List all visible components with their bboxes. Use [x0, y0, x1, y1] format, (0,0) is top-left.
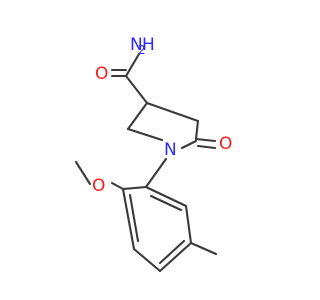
bond-ar-c3-c4	[132, 247, 162, 273]
ring-nitrogen-label: N	[164, 140, 177, 160]
bond-carbonyl-c-to-nh2	[124, 52, 141, 78]
bond-c2-n1	[126, 127, 164, 142]
bond-ar-c6-c1	[144, 185, 188, 208]
bond-c5-n1	[180, 139, 198, 150]
bond-ar-to-methoxy-o	[110, 181, 125, 191]
atom-labels: N H 2 O N O O	[92, 35, 232, 196]
bond-n1-aryl	[144, 157, 168, 189]
amide-oxygen-label: O	[95, 64, 108, 84]
bond-ar-c1-c2	[121, 185, 148, 191]
bond-ar-to-methyl	[189, 241, 218, 256]
bond-c4-c5	[194, 119, 200, 141]
chemical-structure: N H 2 O N O O	[74, 35, 232, 273]
bond-ar-c2-c3	[121, 187, 136, 251]
methoxy-oxygen-label: O	[92, 176, 105, 196]
bond-methoxy-o-to-ch3	[74, 160, 92, 186]
bond-ar-c4-c5	[158, 241, 193, 273]
bond-c3-c4	[145, 101, 200, 123]
ketone-oxygen-label: O	[219, 134, 232, 154]
amine-h2-subscript: 2	[138, 43, 146, 57]
bond-carbonyl-c-to-c3	[124, 74, 149, 105]
bond-ar-inner-2	[158, 239, 186, 265]
bond-ketone-1	[194, 137, 217, 143]
amine-h2-label: H	[142, 35, 155, 55]
bond-ar-inner-3	[149, 194, 183, 212]
bond-ar-c5-c6	[184, 204, 193, 245]
bonds	[74, 52, 218, 273]
bond-ketone-2	[196, 144, 217, 150]
bond-ar-inner-1	[128, 193, 140, 243]
amine-n-label: N	[130, 35, 143, 55]
bond-c3-c2	[126, 101, 149, 131]
